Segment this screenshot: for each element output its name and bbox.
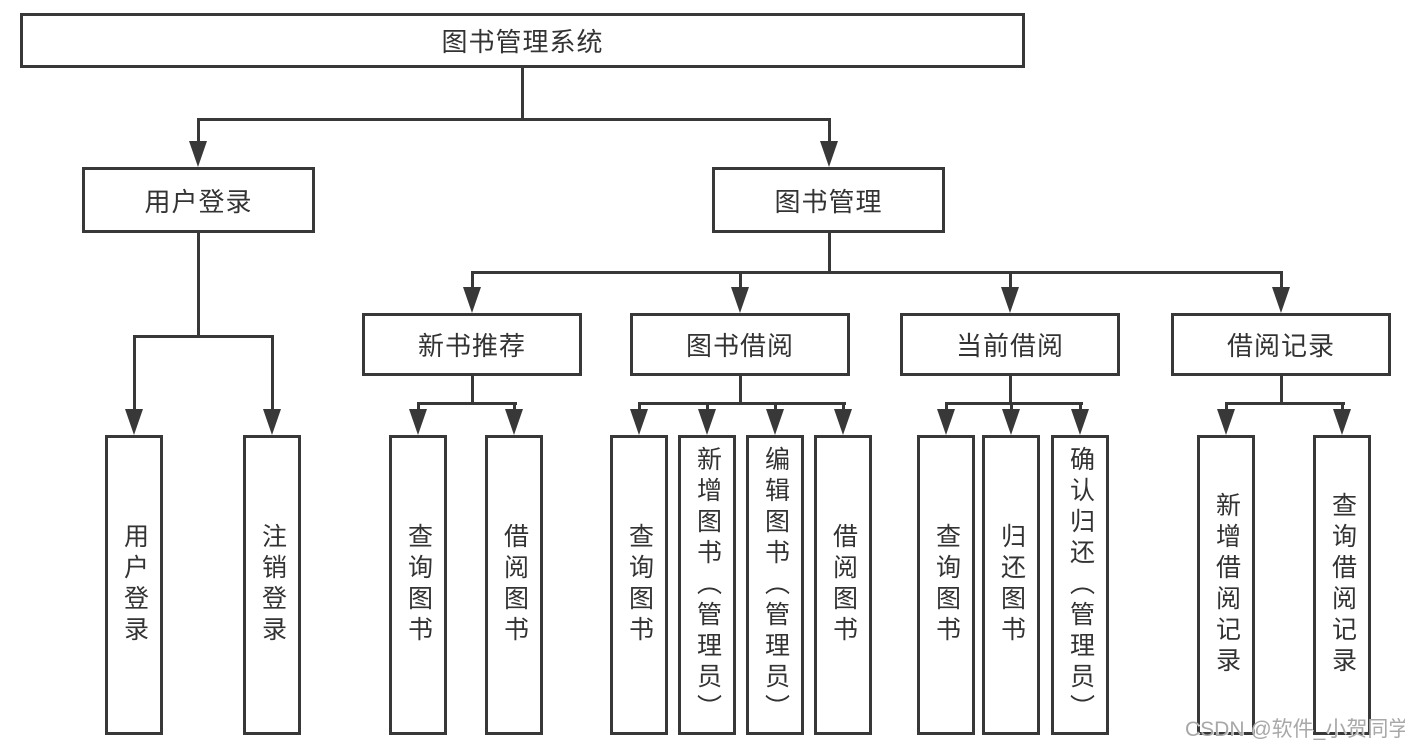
leaf-edit-book-admin-label: 编辑图书（管理员） [761,445,790,725]
node-current-borrow: 当前借阅 [900,313,1120,376]
leaf-logout-label: 注销登录 [258,523,287,647]
connector-root-stem [521,68,524,120]
connector-level3-bus [471,271,1283,274]
arrowhead-borrow-books-recommend-icon [505,409,523,435]
node-new-book-recommend-label: 新书推荐 [417,331,526,361]
arrowhead-add-book-admin-icon [698,409,716,435]
arrowhead-add-borrow-record-icon [1217,409,1235,435]
arrowhead-user-login-icon [189,141,207,167]
connector-drop-current-borrow [1009,271,1012,289]
leaf-query-books-recommend-label: 查询图书 [404,523,433,647]
leaf-query-books-borrow-label: 查询图书 [625,523,654,647]
connector-drop-query-books-borrow [638,402,641,411]
arrowhead-query-books-recommend-icon [409,409,427,435]
connector-new-book-recommend-bus [417,402,517,405]
connector-drop-book-management [828,118,831,144]
leaf-query-books-current-label: 查询图书 [932,523,961,647]
connector-new-book-recommend-stem [471,376,474,404]
node-new-book-recommend: 新书推荐 [362,313,582,376]
arrowhead-query-books-borrow-icon [630,409,648,435]
connector-drop-new-book-recommend [471,271,474,289]
leaf-confirm-return-admin: 确认归还（管理员） [1051,435,1109,735]
connector-drop-query-borrow-record [1341,402,1344,411]
leaf-return-book-label: 归还图书 [997,523,1026,647]
arrowhead-current-borrow-icon [1001,287,1019,313]
leaf-borrow-books-recommend-label: 借阅图书 [500,523,529,647]
connector-book-management-stem [828,233,831,273]
arrowhead-book-management-icon [820,141,838,167]
leaf-user-login: 用户登录 [105,435,163,735]
connector-book-borrow-bus [638,402,846,405]
connector-borrow-records-bus [1225,402,1345,405]
connector-level2-bus [197,118,831,121]
leaf-query-borrow-record-label: 查询借阅记录 [1328,492,1357,678]
node-borrow-records: 借阅记录 [1171,313,1391,376]
node-book-borrow: 图书借阅 [630,313,850,376]
arrowhead-leaf-logout-icon [263,409,281,435]
connector-drop-leaf-logout [271,335,274,411]
arrowhead-book-borrow-icon [731,287,749,313]
arrowhead-query-books-current-icon [937,409,955,435]
leaf-logout: 注销登录 [243,435,301,735]
leaf-add-book-admin-label: 新增图书（管理员） [693,445,722,725]
node-root-label: 图书管理系统 [441,27,604,57]
arrowhead-query-borrow-record-icon [1333,409,1351,435]
connector-drop-user-login [197,118,200,144]
connector-borrow-records-stem [1280,376,1283,404]
connector-drop-confirm-return-admin [1079,402,1082,411]
node-current-borrow-label: 当前借阅 [955,331,1064,361]
leaf-query-books-recommend: 查询图书 [389,435,447,735]
connector-drop-borrow-books [842,402,845,411]
arrowhead-edit-book-admin-icon [766,409,784,435]
arrowhead-return-book-icon [1002,409,1020,435]
node-borrow-records-label: 借阅记录 [1226,331,1335,361]
node-user-login: 用户登录 [82,167,315,233]
connector-drop-query-books-recommend [417,402,420,411]
connector-drop-leaf-user-login [133,335,136,411]
arrowhead-leaf-user-login-icon [125,409,143,435]
connector-drop-borrow-books-recommend [513,402,516,411]
leaf-borrow-books-label: 借阅图书 [829,523,858,647]
leaf-query-borrow-record: 查询借阅记录 [1313,435,1371,735]
arrowhead-borrow-books-icon [834,409,852,435]
connector-drop-book-borrow [739,271,742,289]
leaf-add-borrow-record: 新增借阅记录 [1197,435,1255,735]
leaf-confirm-return-admin-label: 确认归还（管理员） [1066,445,1095,725]
leaf-edit-book-admin: 编辑图书（管理员） [746,435,804,735]
leaf-query-books-borrow: 查询图书 [610,435,668,735]
connector-drop-add-borrow-record [1225,402,1228,411]
connector-drop-edit-book-admin [774,402,777,411]
node-book-management-label: 图书管理 [774,186,883,217]
connector-drop-query-books-current [945,402,948,411]
node-book-borrow-label: 图书借阅 [685,331,794,361]
leaf-return-book: 归还图书 [982,435,1040,735]
connector-current-borrow-stem [1009,376,1012,404]
leaf-add-borrow-record-label: 新增借阅记录 [1212,492,1241,678]
leaf-add-book-admin: 新增图书（管理员） [678,435,736,735]
connector-drop-add-book-admin [706,402,709,411]
arrowhead-new-book-recommend-icon [463,287,481,313]
node-user-login-label: 用户登录 [144,186,253,217]
leaf-user-login-label: 用户登录 [120,523,149,647]
connector-drop-borrow-records [1280,271,1283,289]
arrowhead-confirm-return-admin-icon [1071,409,1089,435]
connector-user-login-stem [197,233,200,337]
node-root: 图书管理系统 [20,13,1025,68]
leaf-borrow-books: 借阅图书 [814,435,872,735]
connector-drop-return-book [1010,402,1013,411]
connector-user-login-bus [133,335,274,338]
connector-book-borrow-stem [739,376,742,404]
arrowhead-borrow-records-icon [1272,287,1290,313]
node-book-management: 图书管理 [712,167,945,233]
watermark: CSDN @软件_小贺同学 [1185,718,1405,741]
leaf-borrow-books-recommend: 借阅图书 [485,435,543,735]
connector-current-borrow-bus [945,402,1083,405]
leaf-query-books-current: 查询图书 [917,435,975,735]
